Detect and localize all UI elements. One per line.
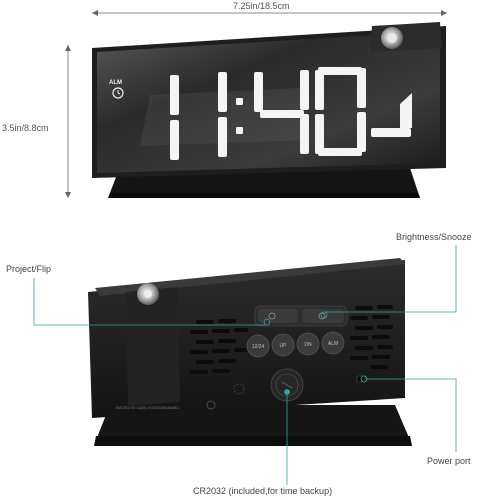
callout-power-port: Power port	[427, 456, 471, 466]
front-stand	[108, 168, 420, 198]
speaker-icon	[233, 383, 245, 395]
back-buttons: 12/24 UP DN ALM	[246, 331, 345, 358]
front-clock: ALM	[92, 22, 446, 198]
width-dimension-arrow	[92, 10, 447, 16]
height-dimension-arrow	[65, 45, 71, 198]
svg-text:ALM: ALM	[328, 341, 338, 347]
digit-1-hours-ones	[218, 72, 227, 157]
digit-1-hours-tens	[170, 75, 179, 160]
svg-text:12/24: 12/24	[252, 344, 265, 350]
alarm-clock-icon	[112, 87, 124, 99]
back-stand	[96, 405, 410, 440]
svg-text:DN: DN	[304, 342, 312, 348]
top-switch-panel	[254, 305, 348, 327]
projector-housing-back	[126, 283, 180, 406]
callout-lines	[33, 245, 457, 485]
alarm-badge-text: ALM	[109, 80, 122, 86]
svg-text:UP: UP	[280, 343, 288, 349]
callout-battery: CR2032 (included,for time backup)	[193, 486, 333, 496]
callout-brightness-snooze: Brightness/Snooze	[396, 232, 472, 242]
digit-4	[254, 70, 309, 154]
callout-project-flip: Project/Flip	[6, 264, 52, 274]
projector-head-front	[370, 22, 442, 52]
rating-text: RATED:5V 1A(5) 2023030643688U	[116, 405, 179, 410]
left-vent-slots	[190, 319, 248, 374]
button-dn: DN	[296, 332, 320, 356]
digit-0	[315, 67, 366, 156]
front-mirror-face	[97, 31, 440, 173]
project-flip-switch-icon	[268, 312, 276, 320]
button-12-24: 12/24	[246, 334, 270, 358]
certification-icon	[206, 400, 216, 410]
right-vent-slots	[350, 305, 393, 369]
clock-digits	[170, 67, 412, 160]
alarm-indicator: ALM	[109, 80, 124, 99]
height-dimension-label: 3.5in/8.8cm	[2, 123, 49, 133]
button-alm: ALM	[321, 331, 345, 355]
digit-partial	[371, 93, 412, 137]
colon	[236, 98, 243, 134]
button-up: UP	[271, 333, 295, 357]
back-clock: 12/24 UP DN ALM RATED:5V 1A	[88, 258, 412, 446]
width-dimension-label: 7.25in/18.5cm	[233, 1, 290, 11]
